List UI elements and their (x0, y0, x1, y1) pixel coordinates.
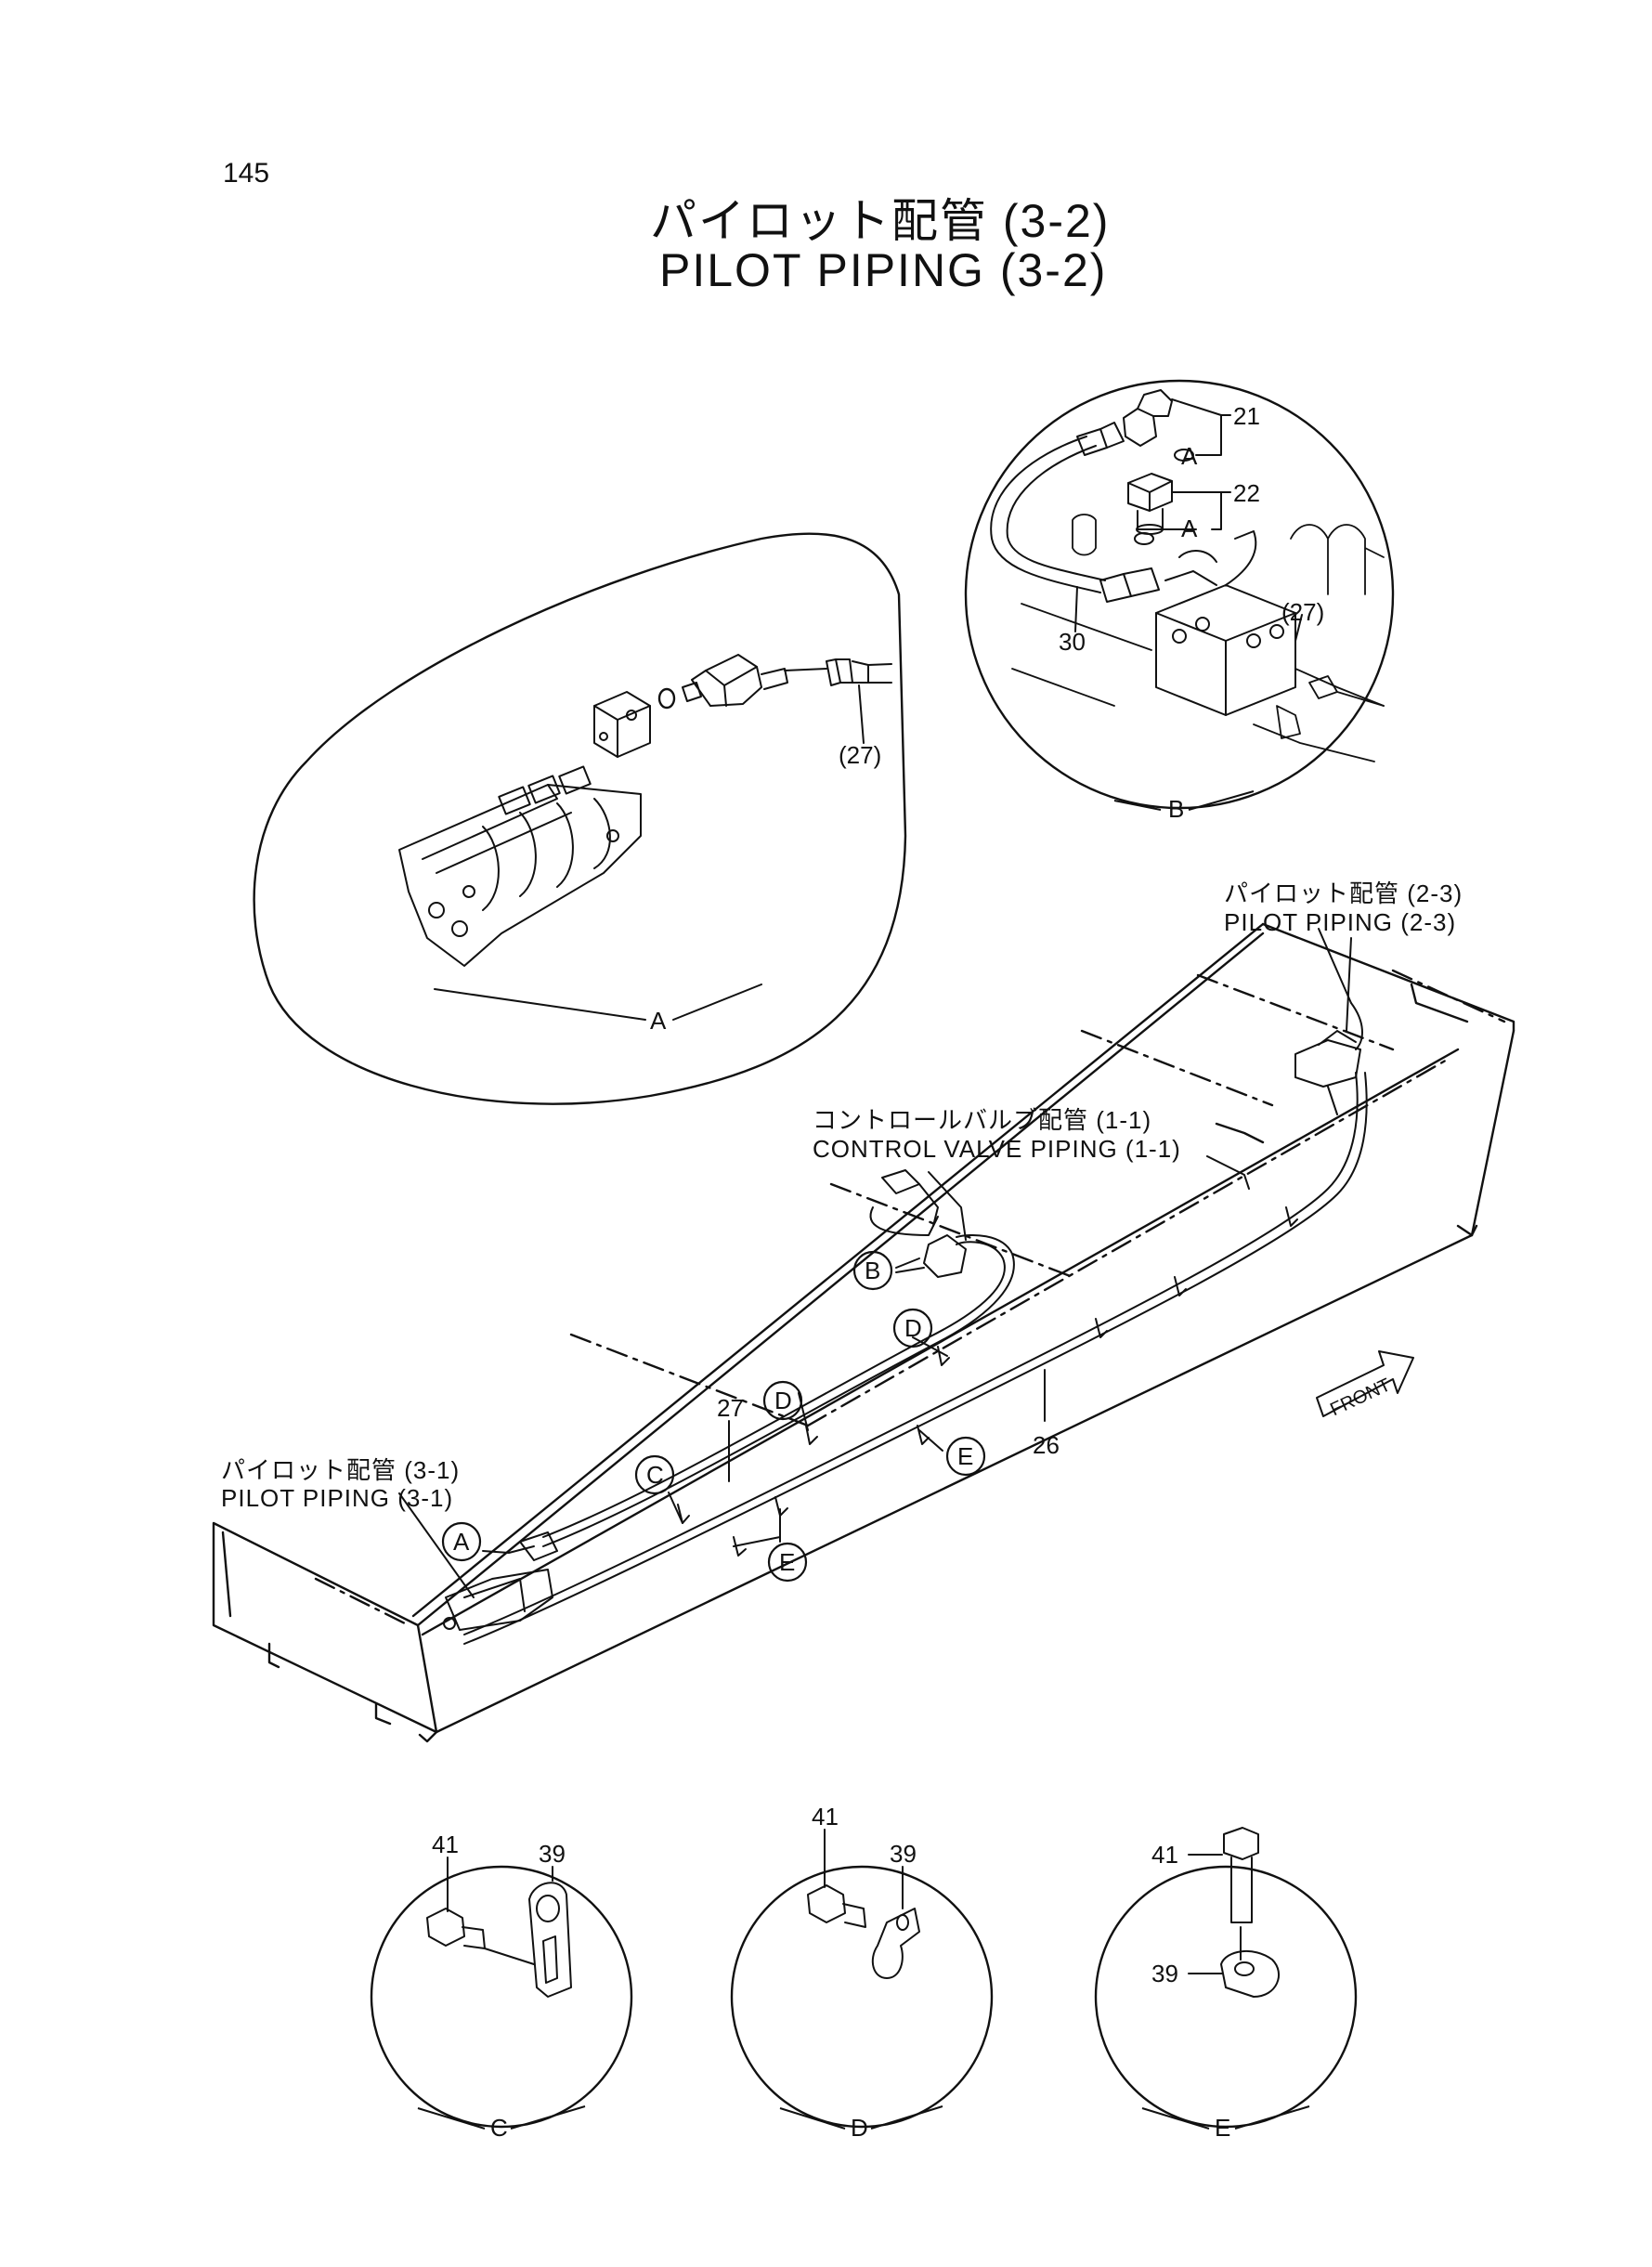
detail-c-clamp (484, 1866, 572, 1998)
ref-pilot-3-1-en: PILOT PIPING (3-1) (221, 1484, 454, 1512)
detail-b-bg-parts (1011, 514, 1385, 762)
detail-d-frame (730, 1865, 994, 2129)
detail-c-part-41: 41 (432, 1831, 459, 1858)
control-valve-assembly (869, 1169, 967, 1278)
detail-b-part-21: 21 (1233, 402, 1260, 430)
chassis-frame (212, 922, 1515, 1743)
detail-a-ref-27: (27) (839, 741, 881, 769)
detail-a-valve-block (398, 765, 642, 967)
detail-b-sub-a-1: A (1181, 442, 1198, 470)
detail-b-part-30: 30 (1059, 628, 1086, 656)
detail-c-part-39: 39 (539, 1840, 566, 1868)
detail-e-part-39: 39 (1151, 1960, 1178, 1987)
ref-pilot-3-1-jp: パイロット配管 (3-1) (221, 1456, 461, 1484)
detail-d-bolt (807, 1829, 866, 1928)
detail-b-part-22: 22 (1233, 479, 1260, 507)
detail-b-elbow-21 (1123, 389, 1194, 462)
main-callout-circles (441, 1250, 986, 1583)
detail-b-sub-a-2: A (1181, 515, 1198, 542)
detail-a-letter: A (650, 1007, 667, 1035)
title-japanese: パイロット配管 (3-2) (650, 195, 1111, 247)
detail-b-part-27: (27) (1281, 598, 1324, 626)
title-english: PILOT PIPING (3-2) (659, 244, 1108, 296)
page-number: 145 (223, 158, 270, 189)
main-part-27: 27 (717, 1394, 744, 1422)
main-part-26: 26 (1033, 1431, 1060, 1459)
detail-b-leaders (1074, 398, 1303, 642)
detail-e-clamp (1188, 1949, 1281, 1998)
pilot-2-3-valve (1294, 928, 1363, 1115)
detail-b-plug-22 (1127, 473, 1173, 545)
diagram-labels: 21 A 22 A 30 (27) B (27) A 27 26 A B C D… (432, 402, 1394, 2142)
main-callout-c: C (646, 1461, 664, 1489)
detail-c-frame (370, 1865, 633, 2129)
detail-b-letter: B (1168, 795, 1184, 823)
detail-e-part-41: 41 (1151, 1841, 1178, 1869)
detail-b-valve-block (1155, 530, 1296, 716)
main-callout-b: B (865, 1257, 880, 1284)
ref-pilot-2-3-en: PILOT PIPING (2-3) (1224, 908, 1457, 936)
ref-control-valve-jp: コントロールバルブ配管 (1-1) (813, 1106, 1152, 1134)
detail-c-letter: C (490, 2114, 508, 2142)
main-callout-e2: E (779, 1548, 795, 1576)
detail-a-oring (657, 687, 676, 710)
ref-pilot-2-3-jp: パイロット配管 (2-3) (1224, 879, 1463, 907)
detail-d-part-41: 41 (812, 1803, 839, 1831)
main-callout-a: A (453, 1528, 470, 1556)
detail-d-part-39: 39 (890, 1840, 917, 1868)
pipe-clamps (677, 1206, 1298, 1557)
detail-d-letter: D (851, 2114, 868, 2142)
detail-d-clamp (871, 1866, 920, 1979)
detail-a-hose-end (784, 658, 892, 744)
detail-a-frame (253, 532, 907, 1105)
ref-control-valve-en: CONTROL VALVE PIPING (1-1) (813, 1135, 1181, 1163)
pilot-3-1-valve (443, 1531, 558, 1631)
pilot-pipe-26 (463, 1072, 1368, 1645)
detail-b-frame (964, 379, 1395, 810)
detail-e-letter: E (1215, 2114, 1230, 2142)
detail-a-leader (434, 984, 762, 1021)
detail-a-adapter (682, 654, 788, 707)
main-callout-d1: D (774, 1387, 792, 1414)
front-arrow-icon (1316, 1350, 1414, 1417)
main-callout-e1: E (957, 1442, 973, 1470)
detail-b-hose (990, 422, 1160, 603)
detail-a-small-block (593, 691, 651, 758)
detail-e-frame (1094, 1865, 1358, 2129)
main-callout-d2: D (904, 1314, 922, 1342)
front-label: FRONT (1327, 1375, 1394, 1420)
detail-e-bolt (1188, 1827, 1259, 1961)
detail-letter-leaders (417, 790, 1310, 2130)
detail-c-bolt (426, 1857, 486, 1949)
main-leaders (398, 937, 1352, 1598)
